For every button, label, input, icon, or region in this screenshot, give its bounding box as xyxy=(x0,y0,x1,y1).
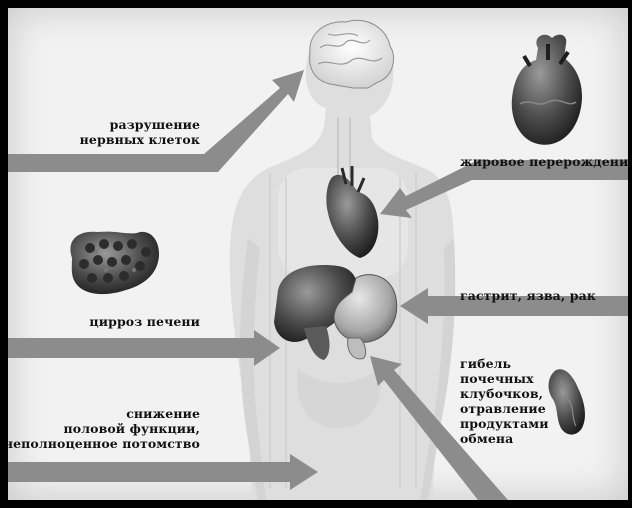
label-reproductive-line-3: неполноценное потомство xyxy=(8,436,200,451)
label-kidney: гибель почечных клубочков, отравление пр… xyxy=(460,356,549,446)
label-reproductive-line-1: снижение xyxy=(8,406,200,421)
body-silhouette xyxy=(230,24,455,500)
label-kidney-line-5: продуктами xyxy=(460,416,549,431)
label-kidney-line-1: гибель xyxy=(460,356,549,371)
kidney-icon xyxy=(549,369,585,434)
label-reproductive-line-2: половой функции, xyxy=(8,421,200,436)
label-brain-line-2: нервных клеток xyxy=(80,132,200,147)
label-brain: разрушение нервных клеток xyxy=(80,117,200,147)
brain-icon xyxy=(310,20,394,88)
label-kidney-line-6: обмена xyxy=(460,431,549,446)
label-heart: жировое перерождение xyxy=(460,154,628,169)
label-stomach: гастрит, язва, рак xyxy=(460,288,596,303)
label-kidney-line-3: клубочков, xyxy=(460,386,549,401)
label-kidney-line-2: почечных xyxy=(460,371,549,386)
label-kidney-line-4: отравление xyxy=(460,401,549,416)
label-liver: цирроз печени xyxy=(89,314,200,329)
label-reproductive: снижение половой функции, неполноценное … xyxy=(8,406,200,451)
poster: разрушение нервных клеток жировое переро… xyxy=(8,8,628,500)
label-brain-line-1: разрушение xyxy=(80,117,200,132)
enlarged-heart-icon xyxy=(512,35,582,145)
cirrhotic-liver-icon xyxy=(70,232,159,295)
